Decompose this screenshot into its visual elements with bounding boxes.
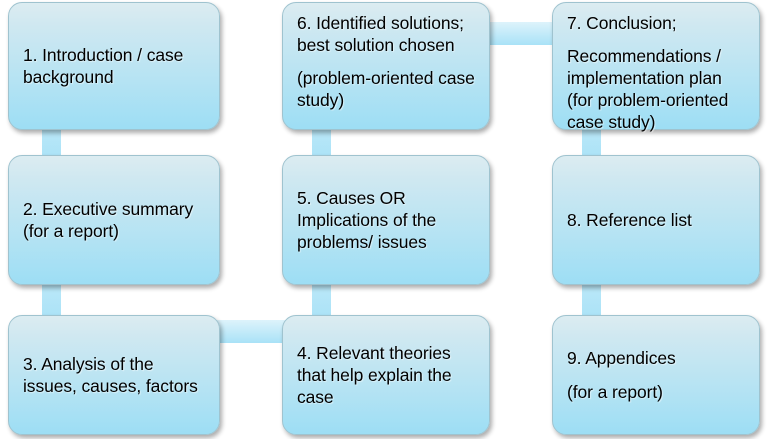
node-identified-solutions-line-2: (problem-oriented case study)	[297, 68, 475, 111]
node-identified-solutions-line-1: 6. Identified solutions; best solution c…	[297, 13, 464, 56]
node-conclusion-recommendations[interactable]: 7. Conclusion; Recommendations / impleme…	[552, 2, 760, 133]
node-introduction[interactable]: 1. Introduction / case background	[8, 2, 220, 130]
node-appendices-line-2: (for a report)	[567, 381, 663, 402]
node-relevant-theories[interactable]: 4. Relevant theories that help explain t…	[282, 315, 490, 435]
node-causes-implications-line-1: 5. Causes OR Implications of the problem…	[297, 187, 437, 253]
node-reference-list-line-1: 8. Reference list	[567, 209, 692, 230]
node-conclusion-line-2: Recommendations / implementation plan (f…	[567, 46, 729, 133]
node-analysis[interactable]: 3. Analysis of the issues, causes, facto…	[8, 315, 220, 435]
node-appendices[interactable]: 9. Appendices (for a report)	[552, 315, 760, 435]
connector-4-to-5	[312, 274, 331, 322]
connector-2-to-3	[42, 274, 61, 322]
connector-6-to-7	[476, 22, 566, 45]
node-relevant-theories-line-1: 4. Relevant theories that help explain t…	[297, 342, 452, 408]
node-identified-solutions[interactable]: 6. Identified solutions; best solution c…	[282, 2, 490, 130]
node-appendices-line-1: 9. Appendices	[567, 348, 676, 369]
node-executive-summary-line-1: 2. Executive summary (for a report)	[23, 198, 194, 241]
node-introduction-line-1: 1. Introduction / case background	[23, 44, 184, 87]
node-executive-summary[interactable]: 2. Executive summary (for a report)	[8, 155, 220, 285]
connector-3-to-4	[206, 320, 296, 343]
node-causes-implications[interactable]: 5. Causes OR Implications of the problem…	[282, 155, 490, 285]
node-analysis-line-1: 3. Analysis of the issues, causes, facto…	[23, 353, 198, 396]
connector-8-to-9	[582, 274, 601, 322]
node-reference-list[interactable]: 8. Reference list	[552, 155, 760, 285]
node-conclusion-line-1: 7. Conclusion;	[567, 13, 677, 33]
